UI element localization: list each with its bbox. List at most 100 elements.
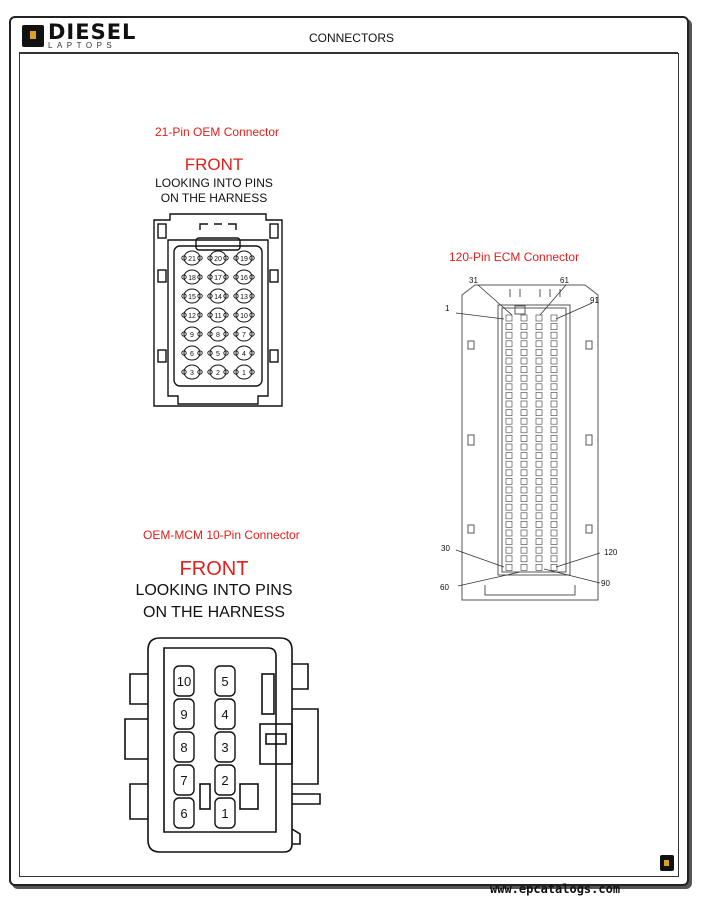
ecm120-pin — [550, 331, 558, 339]
ecm120-pin — [535, 478, 543, 485]
ecm120-pin — [520, 529, 528, 537]
oem21-subtitle-line2: ON THE HARNESS — [160, 191, 268, 205]
mcm10-pin: 5 — [214, 665, 236, 697]
ecm120-pin — [550, 546, 558, 554]
oem21-pin-label: 5 — [216, 351, 220, 358]
oem21-pin-label: 18 — [188, 275, 196, 282]
ecm120-pin — [550, 340, 558, 348]
mcm10-pin-label: 10 — [177, 674, 191, 689]
ecm120-pin — [535, 469, 543, 477]
oem21-pin-label: 13 — [240, 294, 248, 301]
ecm120-pin — [520, 469, 528, 477]
oem21-pin-label: 21 — [188, 256, 196, 263]
oem21-pin: 15 — [181, 288, 203, 304]
ecm120-pin-grid — [505, 314, 558, 571]
mcm10-pin: 9 — [173, 698, 195, 730]
ecm120-pin — [520, 452, 528, 459]
ecm120-pin — [505, 331, 513, 339]
ecm120-pin — [535, 323, 543, 330]
ecm120-label-31: 31 — [469, 276, 478, 285]
mcm10-front-label: FRONT — [179, 558, 249, 580]
ecm120-pin — [505, 452, 513, 459]
ecm120-pin — [520, 564, 528, 571]
ecm120-label-120: 120 — [604, 548, 618, 557]
ecm120-pin — [520, 495, 528, 502]
logo-sub-text: LAPTOPS — [48, 41, 117, 50]
ecm120-pin — [505, 478, 513, 485]
ecm120-pin — [550, 460, 558, 468]
ecm120-pin — [505, 392, 513, 399]
ecm120-pin — [520, 555, 528, 563]
ecm120-pin — [535, 443, 543, 451]
ecm120-pin — [520, 331, 528, 339]
mcm10-pin: 6 — [173, 797, 195, 829]
ecm120-pin — [535, 374, 543, 382]
ecm120-pin — [505, 529, 513, 537]
oem21-pin: 10 — [233, 307, 255, 323]
oem21-pin-label: 4 — [242, 351, 246, 358]
ecm120-pin — [520, 374, 528, 382]
footer-watermark: www.epcatalogs.com — [490, 882, 621, 896]
ecm120-pin — [550, 521, 558, 528]
ecm120-pin — [505, 374, 513, 382]
oem21-pin: 19 — [233, 250, 255, 266]
ecm120-pin — [505, 383, 513, 391]
ecm120-pin — [505, 564, 513, 571]
ecm120-pin — [505, 349, 513, 356]
oem21-pin-label: 8 — [216, 332, 220, 339]
ecm120-pin — [535, 392, 543, 399]
mcm10-pin: 1 — [214, 797, 236, 829]
ecm120-pin — [520, 486, 528, 494]
ecm120-pin — [535, 486, 543, 494]
ecm120-pin — [535, 529, 543, 537]
oem21-pin: 21 — [181, 250, 203, 266]
ecm120-pin — [550, 417, 558, 425]
ecm120-pin — [520, 409, 528, 416]
ecm120-pin — [535, 340, 543, 348]
ecm120-pin — [505, 323, 513, 330]
ecm120-pin — [550, 486, 558, 494]
ecm120-pin — [505, 495, 513, 502]
ecm120-label-30: 30 — [441, 544, 450, 553]
ecm120-pin — [550, 400, 558, 408]
ecm120-pin — [550, 452, 558, 459]
ecm120-pin — [520, 314, 528, 322]
ecm120-pin — [505, 340, 513, 348]
mcm10-pin: 4 — [214, 698, 236, 730]
mcm10-pin: 8 — [173, 731, 195, 763]
ecm120-pin — [520, 538, 528, 545]
ecm120-title: 120-Pin ECM Connector — [449, 250, 580, 264]
ecm120-pin — [550, 469, 558, 477]
mcm10-pin: 2 — [214, 764, 236, 796]
ecm120-pin — [550, 383, 558, 391]
ecm120-pin — [535, 452, 543, 459]
ecm120-pin — [520, 503, 528, 511]
ecm120-label-91: 91 — [590, 296, 599, 305]
ecm120-pin — [520, 323, 528, 330]
ecm120-pin — [550, 349, 558, 356]
mcm10-pin-label: 8 — [180, 740, 187, 755]
ecm120-label-90: 90 — [601, 579, 610, 588]
oem21-subtitle-line1: LOOKING INTO PINS — [155, 176, 273, 190]
ecm120-pin — [550, 426, 558, 434]
ecm120-pin — [535, 555, 543, 563]
mcm10-title: OEM-MCM 10-Pin Connector — [143, 528, 300, 542]
oem21-pin-label: 10 — [240, 313, 248, 320]
ecm120-pin — [535, 495, 543, 502]
oem21-pin-label: 2 — [216, 370, 220, 377]
ecm120-pin — [505, 417, 513, 425]
ecm120-pin — [505, 538, 513, 545]
ecm120-pin — [520, 383, 528, 391]
oem21-title: 21-Pin OEM Connector — [155, 125, 280, 139]
ecm120-pin — [505, 426, 513, 434]
ecm120-pin — [505, 486, 513, 494]
oem21-pin: 2 — [207, 364, 229, 380]
ecm120-pin — [535, 314, 543, 322]
ecm120-pin — [550, 512, 558, 520]
oem21-pin-label: 7 — [242, 332, 246, 339]
oem21-pin: 16 — [233, 269, 255, 285]
ecm120-pin — [505, 555, 513, 563]
